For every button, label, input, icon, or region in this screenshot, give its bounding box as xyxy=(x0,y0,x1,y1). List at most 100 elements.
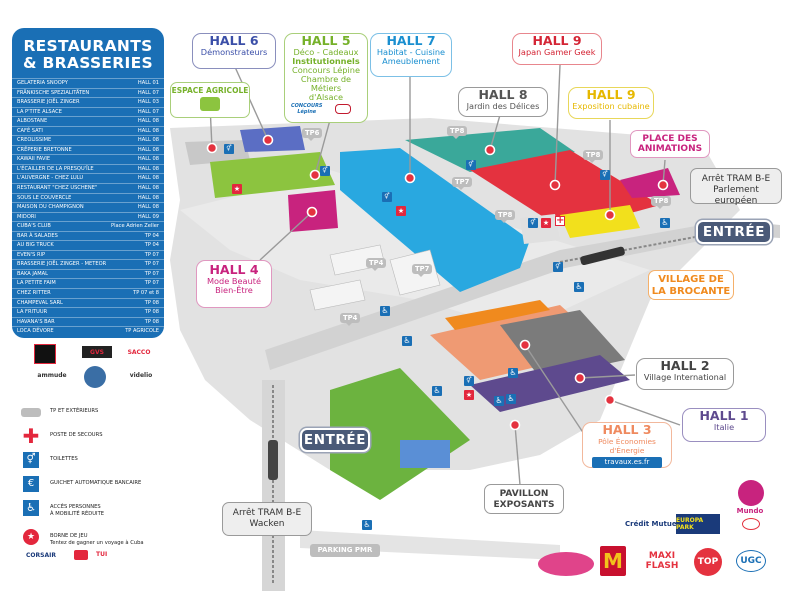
tp4-south-tents xyxy=(309,279,366,311)
tp8-label-1: TP8 xyxy=(447,126,468,139)
hall1-callout[interactable]: HALL 1 Italie xyxy=(682,408,766,442)
tram-wacken-line1: Arrêt TRAM B-E xyxy=(232,508,302,518)
first-aid-icon: + xyxy=(555,215,565,226)
hall4-callout[interactable]: HALL 4 Mode Beauté Bien-Être xyxy=(196,260,272,308)
hall2-title: HALL 2 xyxy=(660,358,710,373)
toilet-icon: ⚥ xyxy=(466,160,476,170)
hall5-sub3: Concours Lépine xyxy=(291,65,360,75)
restaurant-name: BAR À SALADES xyxy=(17,232,58,239)
restaurant-hall: TP 07 xyxy=(144,280,159,287)
hall9-cuba-title: HALL 9 xyxy=(586,87,636,102)
hall2-subtitle: Village International xyxy=(643,372,727,382)
tram-wacken-line2: Wacken xyxy=(249,519,285,529)
wheelchair-icon: ♿ xyxy=(494,396,504,406)
restaurant-hall: HALL 08 xyxy=(137,156,159,163)
hall7-sub2: Ameublement xyxy=(382,56,440,66)
hall2-callout[interactable]: HALL 2 Village International xyxy=(636,358,734,390)
hall6-callout[interactable]: HALL 6 Démonstrateurs xyxy=(192,33,276,69)
hall9-cuba-callout[interactable]: HALL 9 Exposition cubaine xyxy=(568,87,654,119)
restaurant-item: FRÄNKISCHE SPEZIALITÄTEN HALL 07 xyxy=(12,87,164,98)
restaurant-name: HAVANA'S BAR xyxy=(17,318,55,325)
parking-road xyxy=(300,530,560,560)
tram-parlement-callout[interactable]: Arrêt TRAM B-E Parlement européen xyxy=(690,168,782,206)
sponsor-credit-mutuel: Crédit Mutuel xyxy=(625,520,679,528)
hall8-callout[interactable]: HALL 8 Jardin des Délices xyxy=(458,87,548,117)
hall5-callout[interactable]: HALL 5 Déco - Cadeaux Institutionnels Co… xyxy=(284,33,368,123)
sponsor-pink-logo xyxy=(538,552,594,576)
restaurant-name: CHAMPEVAL SARL xyxy=(17,299,63,306)
sponsor-logo-ammude: ammude xyxy=(37,371,67,379)
tp8-label-3: TP8 xyxy=(495,210,516,223)
hall9-japan-title: HALL 9 xyxy=(532,33,582,48)
toilet-icon: ⚥ xyxy=(224,144,234,154)
marker-hall8 xyxy=(484,144,496,156)
restaurant-name: FRÄNKISCHE SPEZIALITÄTEN xyxy=(17,89,90,96)
game-terminal-icon: ★ xyxy=(396,206,406,216)
restaurant-name: GELATERIA SNOOPY xyxy=(17,80,68,86)
hall3-callout[interactable]: HALL 3 Pôle Économies d'Énergie travaux.… xyxy=(582,422,672,468)
restaurant-name: LA FRITUUR xyxy=(17,309,48,316)
toilet-icon: ⚥ xyxy=(320,166,330,176)
restaurant-hall: TP 07 xyxy=(144,251,159,258)
wheelchair-icon: ♿ xyxy=(508,368,518,378)
toilet-icon: ⚥ xyxy=(553,262,563,272)
hall9-japan-callout[interactable]: HALL 9 Japan Gamer Geek xyxy=(512,33,602,65)
tram-wacken-callout[interactable]: Arrêt TRAM B-E Wacken xyxy=(222,502,312,536)
callout-lines xyxy=(209,64,681,486)
marker-hall3 xyxy=(519,339,531,351)
village-brocante-callout[interactable]: VILLAGE DE LA BROCANTE xyxy=(648,270,734,300)
hall5-sub2: Institutionnels xyxy=(292,56,360,66)
game-terminal-icon: ★ xyxy=(464,390,474,400)
restaurant-name: CREOLISSIME xyxy=(17,137,52,144)
sponsor-logo-gvs: GVS xyxy=(82,346,112,358)
toilet-icon: ⚥ xyxy=(464,376,474,386)
place-animations-callout[interactable]: PLACE DES ANIMATIONS xyxy=(630,130,710,158)
brocante-line1: VILLAGE DE xyxy=(658,274,724,285)
restaurant-item: BAR À SALADES TP 04 xyxy=(12,230,164,241)
pavillon-line2: EXPOSANTS xyxy=(493,500,555,510)
marker-pavillon xyxy=(509,419,521,431)
marker-hall9-japan xyxy=(549,179,561,191)
hall9-japan-building xyxy=(470,150,660,220)
hall7-callout[interactable]: HALL 7 Habitat - Cuisine Ameublement xyxy=(370,33,452,77)
tp4-label-2: TP4 xyxy=(340,313,361,326)
sponsor-mundo-logo xyxy=(738,480,764,506)
restaurant-hall: HALL 07 xyxy=(137,89,159,96)
legend-secours-label: POSTE DE SECOURS xyxy=(50,432,103,438)
sponsors-left: GVS SACCO ammude videlio xyxy=(12,340,164,392)
sponsor-ugc: UGC xyxy=(736,550,766,572)
restaurant-hall: HALL 09 xyxy=(137,213,159,220)
espace-agricole-callout[interactable]: ESPACE AGRICOLE xyxy=(170,82,250,118)
restaurant-name: BAKA JAMAL xyxy=(17,270,48,277)
entree-east-label: ENTRÉE xyxy=(696,220,772,244)
restaurant-hall: TP 04 xyxy=(144,232,159,239)
place-animations-line2: ANIMATIONS xyxy=(637,144,703,154)
restaurant-name: ALBOSTANE xyxy=(17,118,48,125)
hall3-subtitle: Pôle Économies d'Énergie xyxy=(598,437,656,455)
hall6-subtitle: Démonstrateurs xyxy=(200,47,268,57)
wheelchair-icon: ♿ xyxy=(20,499,42,517)
hall-markers xyxy=(206,134,669,431)
travaux-link[interactable]: travaux.es.fr xyxy=(592,457,662,468)
restaurant-hall: Place Adrien Zeller xyxy=(111,223,159,230)
pavillon-exposants-callout[interactable]: PAVILLON EXPOSANTS xyxy=(484,484,564,514)
tram-rail-east xyxy=(559,224,761,263)
hall9-cuba-building xyxy=(560,205,640,238)
marker-hall9-cuba xyxy=(604,209,616,221)
legend-toilettes-label: TOILETTES xyxy=(50,456,78,462)
hall9-cuba-subtitle: Exposition cubaine xyxy=(572,101,650,111)
